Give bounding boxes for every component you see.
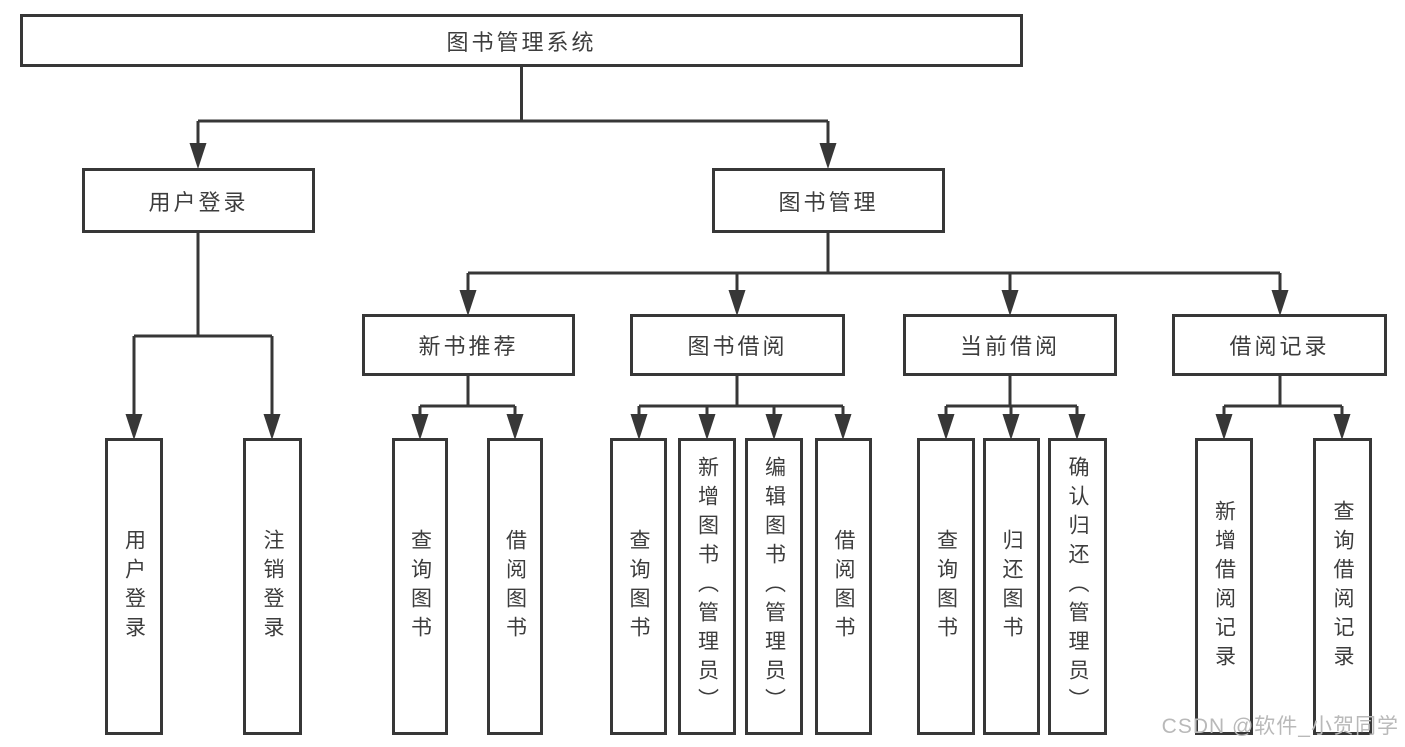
leaf-query-books-borrow: 查询图书 <box>610 438 667 735</box>
leaf-user-login: 用户登录 <box>105 438 163 735</box>
leaf-query-borrow-record: 查询借阅记录 <box>1313 438 1372 735</box>
leaf-borrow-books: 借阅图书 <box>815 438 872 735</box>
leaf-edit-book-admin: 编辑图书（管理员） <box>745 438 803 735</box>
node-user-login: 用户登录 <box>82 168 315 233</box>
leaf-add-borrow-record: 新增借阅记录 <box>1195 438 1253 735</box>
edge-lines <box>132 67 1344 418</box>
node-borrow-records: 借阅记录 <box>1172 314 1387 376</box>
leaf-query-books-recommend: 查询图书 <box>392 438 448 735</box>
leaf-return-books: 归还图书 <box>983 438 1040 735</box>
leaf-confirm-return-admin: 确认归还（管理员） <box>1048 438 1107 735</box>
node-current-borrow: 当前借阅 <box>903 314 1117 376</box>
leaf-logout: 注销登录 <box>243 438 302 735</box>
node-book-management: 图书管理 <box>712 168 945 233</box>
node-book-borrow: 图书借阅 <box>630 314 845 376</box>
leaf-query-books-current: 查询图书 <box>917 438 975 735</box>
leaf-borrow-books-recommend: 借阅图书 <box>487 438 543 735</box>
arrow-heads <box>125 143 1351 440</box>
csdn-watermark: CSDN @软件_小贺同学 <box>1161 715 1399 738</box>
leaf-add-book-admin: 新增图书（管理员） <box>678 438 736 735</box>
node-new-book-recommend: 新书推荐 <box>362 314 575 376</box>
node-library-management-system: 图书管理系统 <box>20 14 1023 67</box>
